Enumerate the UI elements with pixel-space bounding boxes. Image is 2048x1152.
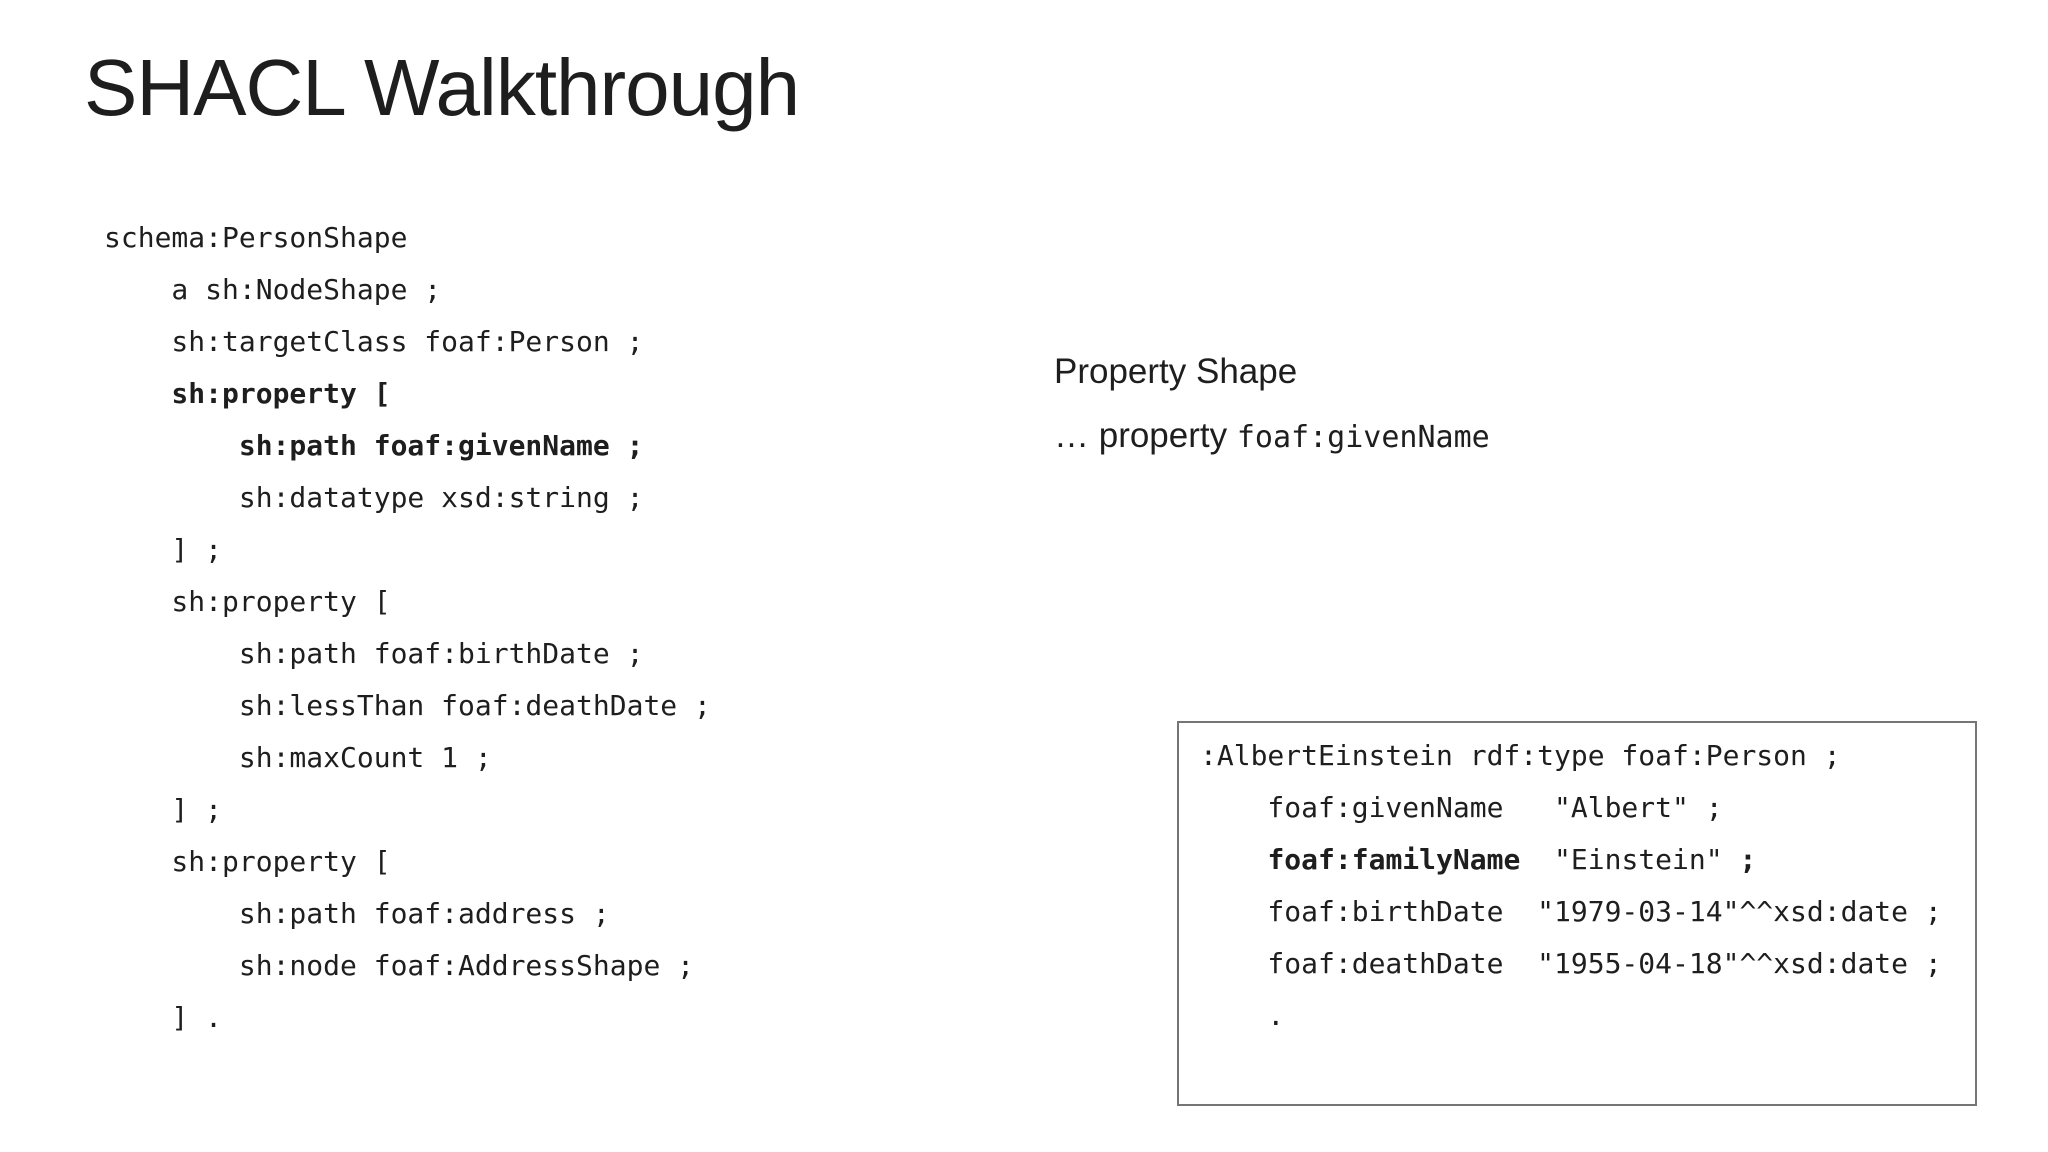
note-prefix-text: … property [1054,416,1237,455]
slide-title: SHACL Walkthrough [84,43,800,132]
code-line: sh:maxCount 1 ; [104,741,492,774]
code-line: sh:path foaf:address ; [104,897,610,930]
code-line: sh:property [ [104,845,391,878]
code-line: sh:datatype xsd:string ; [104,481,644,514]
code-line: ] ; [104,533,223,566]
code-line: sh:path foaf:birthDate ; [104,637,644,670]
note-code-text: foaf:givenName [1236,420,1490,455]
code-line: ] . [104,1001,223,1034]
code-line: sh:property [ [104,585,391,618]
person-shape-code-block: schema:PersonShape a sh:NodeShape ; sh:t… [104,212,711,1044]
code-line: schema:PersonShape [104,221,408,254]
code-line: foaf:birthDate "1979-03-14"^^xsd:date ; [1200,895,1942,928]
code-line: foaf:familyName "Einstein" ; [1267,843,1757,876]
code-line: sh:targetClass foaf:Person ; [104,325,644,358]
code-line: ] ; [104,793,223,826]
code-line: :AlbertEinstein rdf:type foaf:Person ; [1200,739,1841,772]
code-line: sh:lessThan foaf:deathDate ; [104,689,711,722]
instance-data-box: :AlbertEinstein rdf:type foaf:Person ; f… [1177,721,1977,1106]
property-shape-note-line: … property foaf:givenName [1054,414,1490,460]
code-line: sh:node foaf:AddressShape ; [104,949,695,982]
code-line: foaf:deathDate "1955-04-18"^^xsd:date ; [1200,947,1942,980]
code-line: sh:path foaf:givenName ; [104,429,644,462]
code-line: sh:property [ [104,377,391,410]
instance-data-code-block: :AlbertEinstein rdf:type foaf:Person ; f… [1200,730,1942,1042]
code-line: foaf:givenName "Albert" ; [1200,791,1723,824]
code-line: . [1200,999,1285,1032]
code-line: a sh:NodeShape ; [104,273,442,306]
property-shape-heading: Property Shape [1054,352,1298,391]
